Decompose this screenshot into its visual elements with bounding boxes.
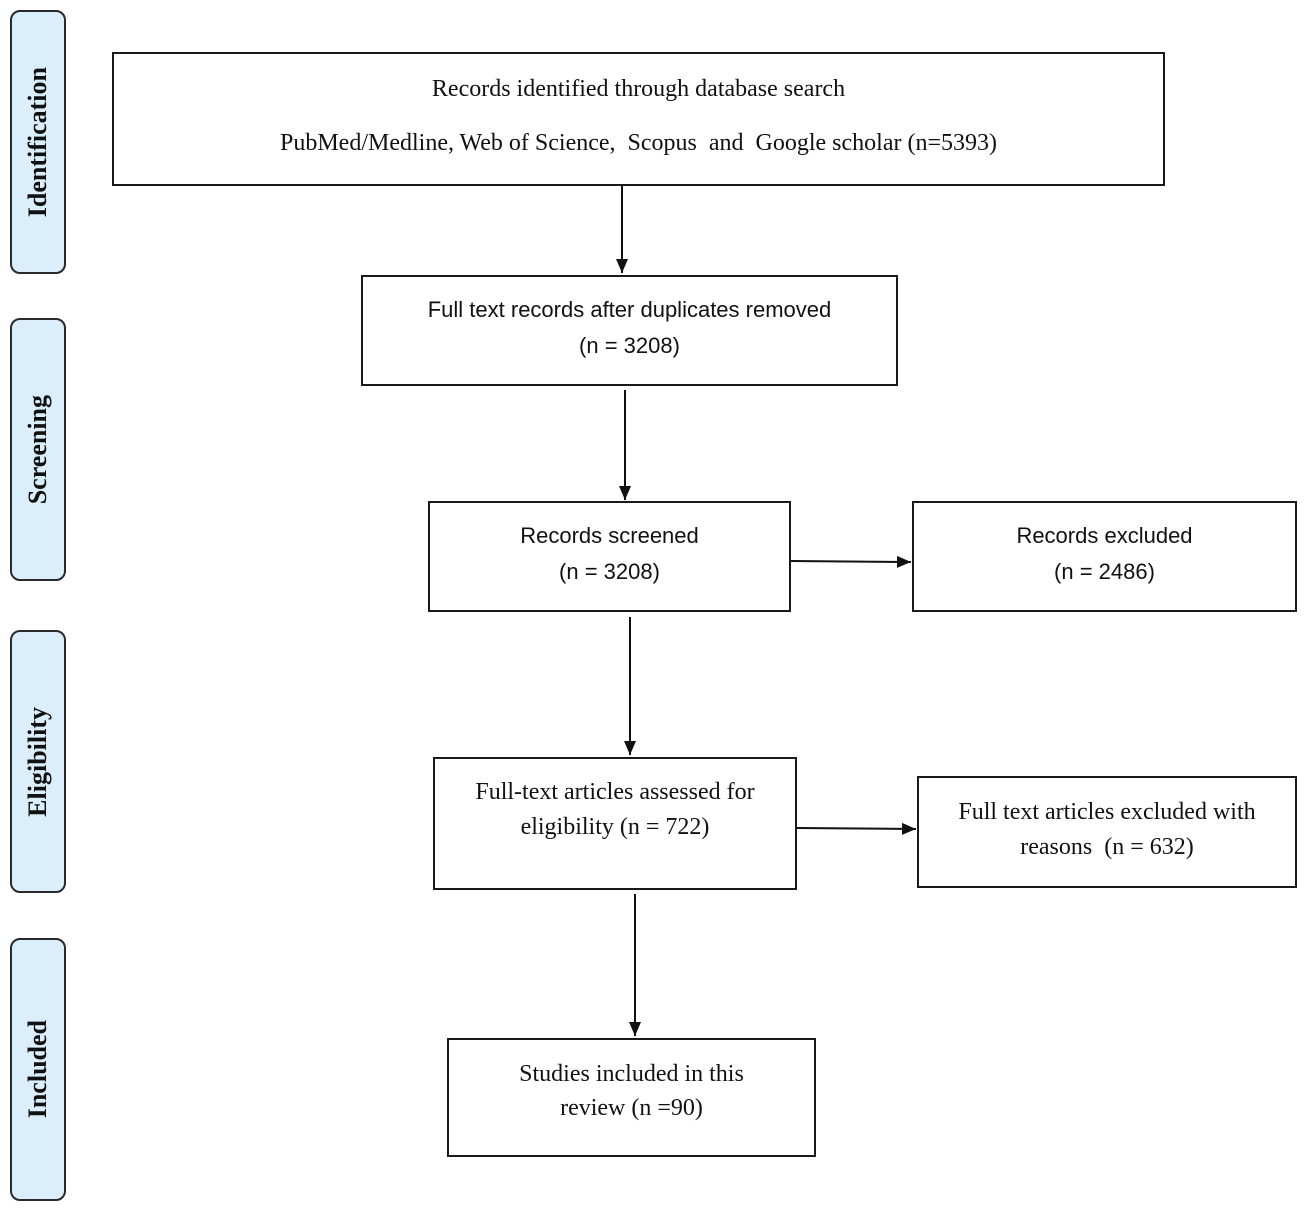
stage-eligibility: Eligibility (10, 630, 66, 893)
records-screened-box: Records screened (n = 3208) (428, 501, 791, 612)
box-line: (n = 2486) (1054, 559, 1155, 584)
box-line: Records identified through database sear… (431, 76, 846, 102)
articles-excluded-with-reasons-box: Full text articles excluded with reasons… (917, 776, 1297, 888)
box-line: (n = 3208) (559, 559, 660, 584)
duplicates-removed-box: Full text records after duplicates remov… (361, 275, 898, 386)
box-line: Records screened (520, 523, 699, 548)
box-line: (n = 3208) (579, 332, 680, 358)
stage-label: Included (23, 1020, 52, 1119)
box-line: Studies included in this (519, 1061, 744, 1087)
box-line: Full text articles excluded with (958, 798, 1256, 825)
box-line: reasons (n = 632) (1020, 833, 1194, 860)
studies-included-box: Studies included in this review (n =90) (447, 1038, 816, 1157)
box-line: review (n =90) (560, 1095, 703, 1121)
box-line: Records excluded (1016, 523, 1193, 548)
stage-label: Identification (23, 66, 52, 218)
stage-label: Screening (23, 394, 52, 505)
box-line: eligibility (n = 722) (520, 813, 710, 840)
arrow-assessed-to-excluded-reasons (796, 822, 917, 835)
stage-included: Included (10, 938, 66, 1201)
articles-assessed-box: Full-text articles assessed for eligibil… (433, 757, 797, 890)
box-line: Full-text articles assessed for (475, 778, 755, 805)
stage-label: Eligibility (23, 706, 52, 817)
stage-identification: Identification (10, 10, 66, 274)
box-line: PubMed/Medline, Web of Science, Scopus a… (279, 130, 998, 156)
arrow-screened-to-excluded (790, 555, 912, 568)
records-identified-box: Records identified through database sear… (112, 52, 1165, 186)
records-excluded-box: Records excluded (n = 2486) (912, 501, 1297, 612)
box-line: Full text records after duplicates remov… (427, 296, 832, 322)
stage-screening: Screening (10, 318, 66, 581)
